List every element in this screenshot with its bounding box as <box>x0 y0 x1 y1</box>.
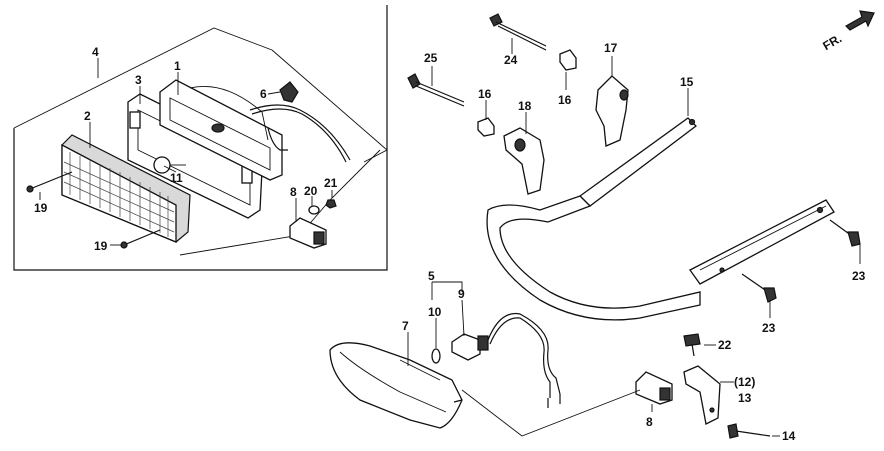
callout-4: 4 <box>92 45 99 59</box>
leader-lines <box>39 38 861 437</box>
callout-8b: 8 <box>646 415 653 429</box>
callout-16b: 16 <box>558 93 572 107</box>
lens-screws <box>26 171 161 249</box>
callout-25: 25 <box>424 51 438 65</box>
callout-11: 11 <box>170 171 183 185</box>
callout-24: 24 <box>504 53 518 67</box>
callout-19b: 19 <box>94 239 108 253</box>
bracket-18 <box>503 127 545 195</box>
callout-13: 13 <box>738 391 752 405</box>
socket-9 <box>451 333 489 361</box>
taillight-lens <box>61 134 191 243</box>
callout-7: 7 <box>402 319 409 333</box>
callout-8a: 8 <box>290 185 297 199</box>
callout-labels: 1 2 3 4 6 11 19 19 8 20 21 25 24 16 18 1… <box>34 41 866 443</box>
callout-21: 21 <box>324 176 338 190</box>
screw-14 <box>727 423 771 439</box>
bulb-10 <box>431 348 441 364</box>
turn-signal-lens <box>329 342 463 429</box>
fr-label: FR. <box>820 31 844 53</box>
bolt-23b <box>741 273 777 303</box>
nut-16a <box>477 117 495 137</box>
housing-base <box>159 79 283 181</box>
callout-15: 15 <box>680 75 694 89</box>
wire-clip <box>279 81 299 103</box>
bracket-13 <box>683 365 721 425</box>
callout-23a: 23 <box>852 269 866 283</box>
taillight-inset-box <box>13 5 388 271</box>
nut-16b <box>559 49 577 71</box>
callout-2: 2 <box>84 109 91 123</box>
callout-23b: 23 <box>762 321 776 335</box>
callout-6: 6 <box>260 87 267 101</box>
callout-3: 3 <box>135 73 142 87</box>
callout-19a: 19 <box>34 201 48 215</box>
callout-22: 22 <box>718 338 732 352</box>
bolt-24 <box>489 13 547 51</box>
callout-1: 1 <box>174 59 181 73</box>
callout-10: 10 <box>428 305 442 319</box>
grab-rail <box>486 117 835 321</box>
front-direction-indicator: FR. <box>820 10 875 53</box>
bolt-22 <box>683 333 701 357</box>
callout-9: 9 <box>458 287 465 301</box>
callout-5: 5 <box>428 269 435 283</box>
bolt-25 <box>407 73 465 107</box>
bulb-socket <box>153 156 186 174</box>
callout-12: (12) <box>734 375 755 389</box>
socket-bulb-set <box>289 199 337 249</box>
callout-18: 18 <box>518 99 532 113</box>
taillight-harness <box>249 104 351 163</box>
callout-17: 17 <box>604 41 618 55</box>
socket-8-lower <box>635 371 673 405</box>
turn-signal-harness <box>487 312 561 408</box>
bolt-23a <box>829 219 861 247</box>
callout-14: 14 <box>782 429 796 443</box>
callout-20: 20 <box>304 184 318 198</box>
bracket-17 <box>595 75 629 147</box>
callout-16a: 16 <box>478 87 492 101</box>
